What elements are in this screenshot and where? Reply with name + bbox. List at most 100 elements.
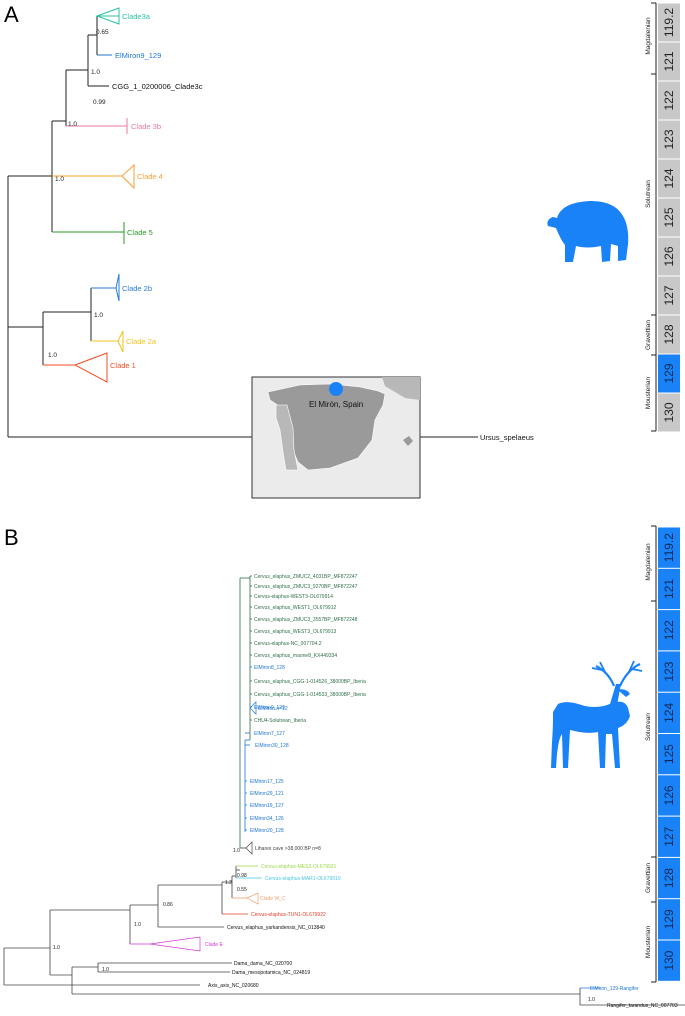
tip-b-t12: ElMiron9_129: [254, 705, 285, 711]
tree-b-tips: Cervus_elaphus_ZMUC2_4031BP_MF872247Cerv…: [205, 574, 678, 1009]
clade4-triangle: [121, 163, 135, 190]
tip-b-t2: Cervus_elaphus_ZMUC3_9270BP_MF872247: [254, 584, 358, 590]
tip-b-t4: Cervus_elaphus_WEST1_OL679912: [254, 605, 336, 611]
tip-cgg: CGG_1_0200006_Clade3c: [112, 82, 203, 91]
support-b-1-0-e: 1.0: [588, 997, 595, 1003]
level-label-127: 127: [662, 826, 676, 846]
clade2a-triangle: [117, 330, 124, 353]
level-cell-124: [658, 692, 680, 733]
clade-wc-triangle: [246, 892, 259, 905]
tip-b-t6: Cervus_elaphus_WEST3_OL679913: [254, 629, 336, 635]
support-1-0-e: 1.0: [48, 352, 57, 359]
era-a-gravettian: Gravettian: [645, 320, 652, 350]
elmiron-n12-triangle: [249, 701, 257, 715]
tip-b-t17: ElMiron17_125: [250, 779, 284, 785]
level-cell-126: [658, 775, 680, 816]
strat-column-b: Magdalenian Solutrean Gravettian Mouster…: [645, 525, 657, 983]
support-b-1-0-c: 1.0: [53, 945, 60, 951]
clade1-triangle: [73, 352, 108, 383]
level-cell-122: [658, 610, 680, 651]
tip-b-t9: ElMiron8_128: [254, 665, 285, 671]
level-label-121: 121: [662, 579, 676, 599]
level-label-125: 125: [662, 207, 676, 227]
tip-b-t26: Cervus-elaphus-TUN1-OL679922: [251, 912, 326, 918]
level-cell-126: [658, 237, 680, 276]
level-cell-129: [658, 899, 680, 940]
tip-clade2b: Clade 2b: [122, 284, 152, 293]
tip-b-t13: CHU4-Solutrean_Iberia: [254, 718, 306, 724]
level-cell-125: [658, 734, 680, 775]
tip-b-t30: Dama_mesopotamica_NC_024819: [232, 970, 310, 976]
level-label-127: 127: [662, 285, 676, 305]
level-cell-121: [658, 42, 680, 81]
level-label-119-2: 119.2: [662, 533, 676, 562]
level-cell-129: [658, 354, 680, 393]
tip-clade3a: Clade3a: [122, 12, 151, 21]
level-label-121: 121: [662, 51, 676, 71]
era-b-solutrean: Solutrean: [645, 713, 652, 741]
tip-b-t18: ElMiron29_121: [250, 791, 284, 797]
level-cell-130: [658, 393, 680, 432]
tip-clade4: Clade 4: [137, 172, 163, 181]
panel-b-letter: B: [4, 525, 19, 550]
tip-clade5: Clade 5: [127, 228, 153, 237]
tip-outgroup: Ursus_spelaeus: [480, 433, 534, 442]
level-label-128: 128: [662, 324, 676, 344]
level-label-129: 129: [662, 909, 676, 929]
tip-b-t19: ElMiron19_127: [250, 803, 284, 809]
level-label-128: 128: [662, 868, 676, 888]
level-cell-119-2: [658, 3, 680, 42]
support-b-055: 0.55: [237, 887, 247, 893]
tip-elmiron9: ElMiron9_129: [115, 51, 161, 60]
support-b-098: 0.98: [237, 873, 247, 879]
level-cell-127: [658, 816, 680, 857]
level-label-123: 123: [662, 661, 676, 681]
level-label-119-2: 119.2: [662, 8, 676, 37]
support-099: 0.99: [93, 99, 106, 106]
tip-b-t27: Cervus_elaphus_yarkandensis_NC_013840: [227, 925, 325, 931]
tip-b-t8: Cervus_elaphus_maone8_KX449334: [254, 653, 337, 659]
level-label-130: 130: [662, 950, 676, 970]
tip-b-t23: Cervus-elaphus-MES2-OL679921: [261, 864, 337, 870]
era-a-solutrean: Solutrean: [645, 180, 652, 208]
panel-a-letter: A: [4, 2, 19, 27]
clade3a-triangle: [95, 7, 120, 25]
level-cell-124: [658, 159, 680, 198]
tip-b-t22: Lihares cave >38,000 BP n=8: [255, 846, 321, 852]
support-1-0-d: 1.0: [94, 312, 103, 319]
tip-b-t29: Dama_dama_NC_020700: [234, 961, 292, 967]
level-label-123: 123: [662, 129, 676, 149]
tree-a: [7, 15, 478, 438]
level-label-122: 122: [662, 90, 676, 110]
level-label-126: 126: [662, 246, 676, 266]
tree-b: [3, 576, 685, 1006]
support-b-1-0-b: 1.0: [134, 922, 141, 928]
level-label-124: 124: [662, 703, 676, 723]
tip-clade2a: Clade 2a: [126, 337, 157, 346]
level-cell-123: [658, 120, 680, 159]
level-cell-121: [658, 568, 680, 610]
support-1-0-c: 1.0: [55, 176, 64, 183]
bear-silhouette-icon: [547, 201, 629, 262]
era-b-magdalenian: Magdalenian: [645, 543, 652, 581]
support-b-086: 0.86: [163, 902, 173, 908]
level-cell-128: [658, 857, 680, 899]
tip-b-t10: Cervus_elaphus_CGG-1-014526_38000BP_Iber…: [254, 679, 366, 685]
level-label-125: 125: [662, 744, 676, 764]
support-b-1-0-d: 1.0: [102, 967, 109, 973]
tip-b-t14: ElMiron7_127: [254, 731, 285, 737]
support-1-0-a: 1.0: [91, 69, 100, 76]
tip-b-t28: Clade E: [205, 942, 223, 948]
tip-b-t1: Cervus_elaphus_ZMUC2_4031BP_MF872247: [254, 574, 358, 580]
era-b-gravettian: Gravettian: [645, 863, 652, 893]
era-a-mousterian: Mousterian: [645, 377, 652, 410]
iberia-map: [251, 376, 421, 499]
tip-b-t33: Rangifer_tarandus_NC_007703: [607, 1003, 678, 1009]
strat-column-a: Magdalenian Solutrean Gravettian Mouster…: [645, 2, 657, 432]
level-label-122: 122: [662, 620, 676, 640]
tip-b-t20: ElMiron34_126: [250, 816, 284, 822]
support-b-12: 1.2: [225, 880, 232, 886]
level-cell-119-2: [658, 527, 680, 568]
